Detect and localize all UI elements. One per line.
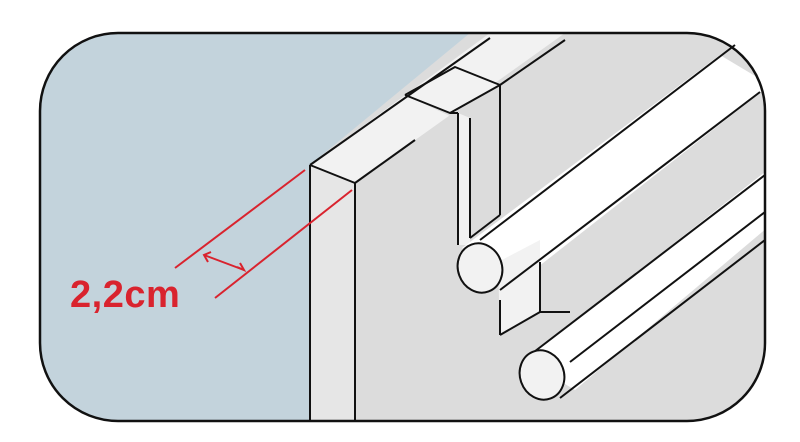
measure-line-outer [174,169,306,269]
thickness-measurement [174,169,353,299]
outlines [309,37,766,421]
frame-border [38,31,767,423]
lower-rail [525,168,765,390]
thickness-label: 2,2cm [70,274,181,316]
upper-rail [462,55,765,285]
measure-line-inner [214,189,353,299]
lower-arm [498,240,540,335]
frame-content [40,33,765,421]
door-edge-face [310,165,355,421]
double-headed-arrow-icon [202,251,247,273]
upper-bracket-top [405,67,500,113]
upper-bracket-body [405,85,500,250]
upper-arm [458,113,470,245]
